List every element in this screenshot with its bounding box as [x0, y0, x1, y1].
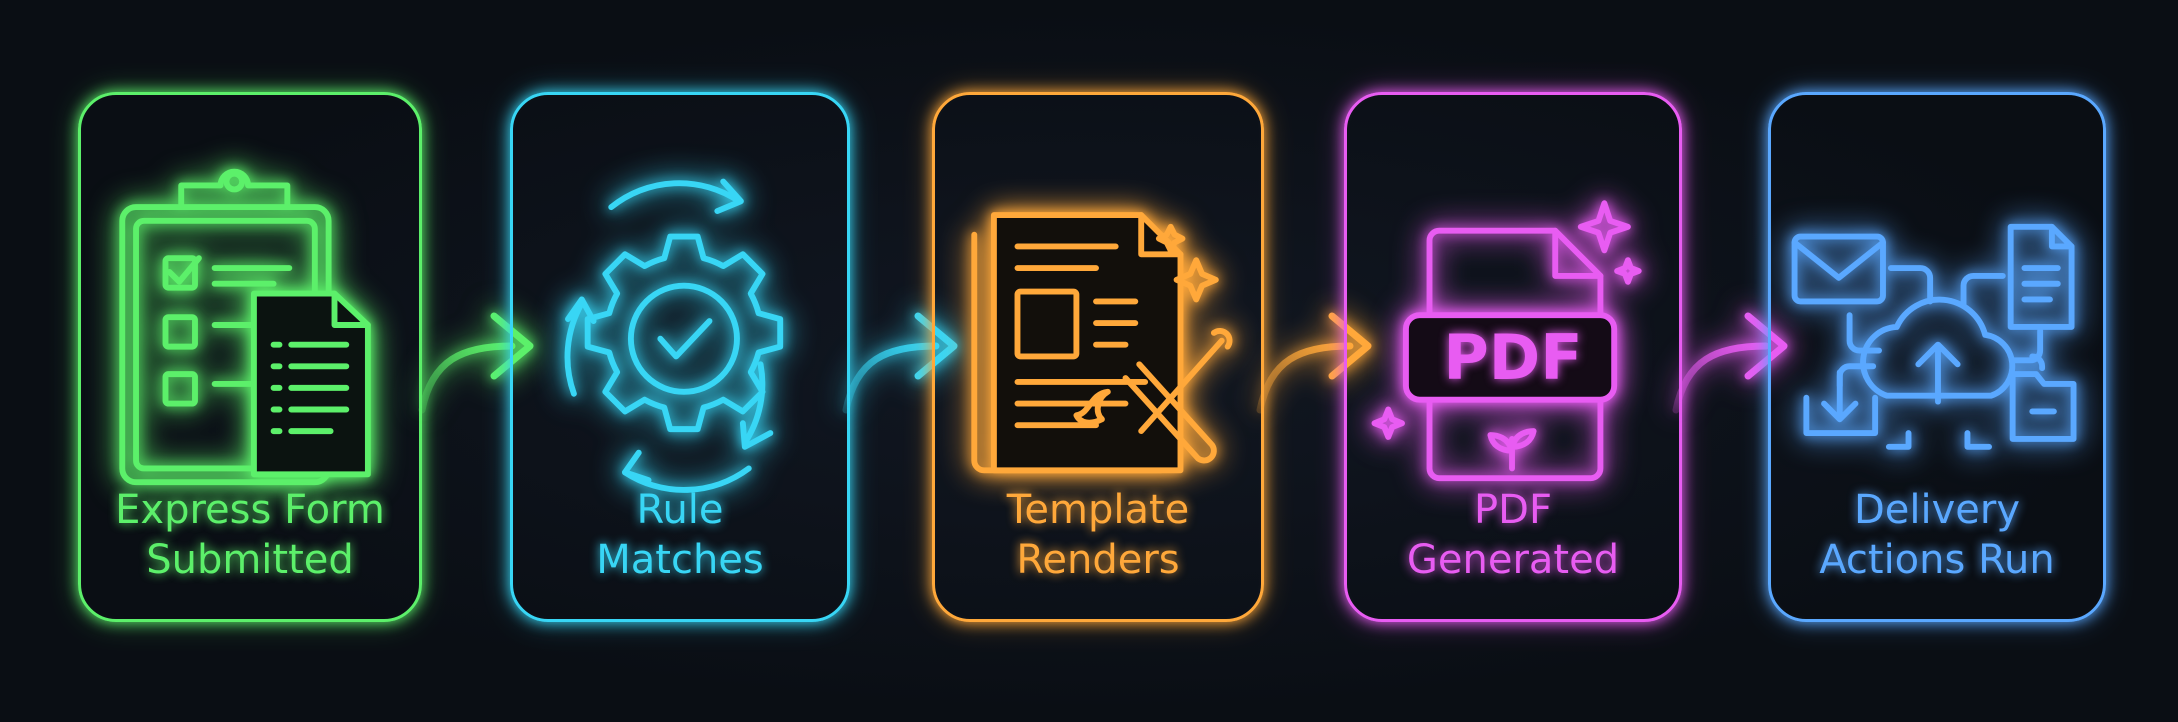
- step-label: PDF Generated: [1406, 487, 1620, 583]
- document-paintbrush-icon: [935, 135, 1261, 515]
- step-label: Template Renders: [1006, 487, 1190, 583]
- step-card-express-form: Express Form Submitted: [78, 92, 422, 622]
- step-label: Express Form Submitted: [115, 487, 385, 583]
- step-card-rule-matches: Rule Matches: [510, 92, 850, 622]
- step-card-pdf-generated: PDF PDF Generated: [1344, 92, 1682, 622]
- arrow-right-icon: [1666, 290, 1806, 430]
- cloud-delivery-icon: [1771, 135, 2103, 515]
- step-card-delivery-actions: Delivery Actions Run: [1768, 92, 2106, 622]
- pdf-file-icon: PDF: [1347, 135, 1679, 515]
- clipboard-checklist-icon: [81, 135, 419, 515]
- step-card-template-renders: Template Renders: [932, 92, 1264, 622]
- arrow-right-icon: [836, 290, 976, 430]
- pdf-badge-text: PDF: [1443, 321, 1583, 394]
- step-label: Rule Matches: [596, 487, 764, 583]
- gear-check-icon: [513, 135, 847, 515]
- step-label: Delivery Actions Run: [1819, 487, 2055, 583]
- arrow-right-icon: [412, 290, 552, 430]
